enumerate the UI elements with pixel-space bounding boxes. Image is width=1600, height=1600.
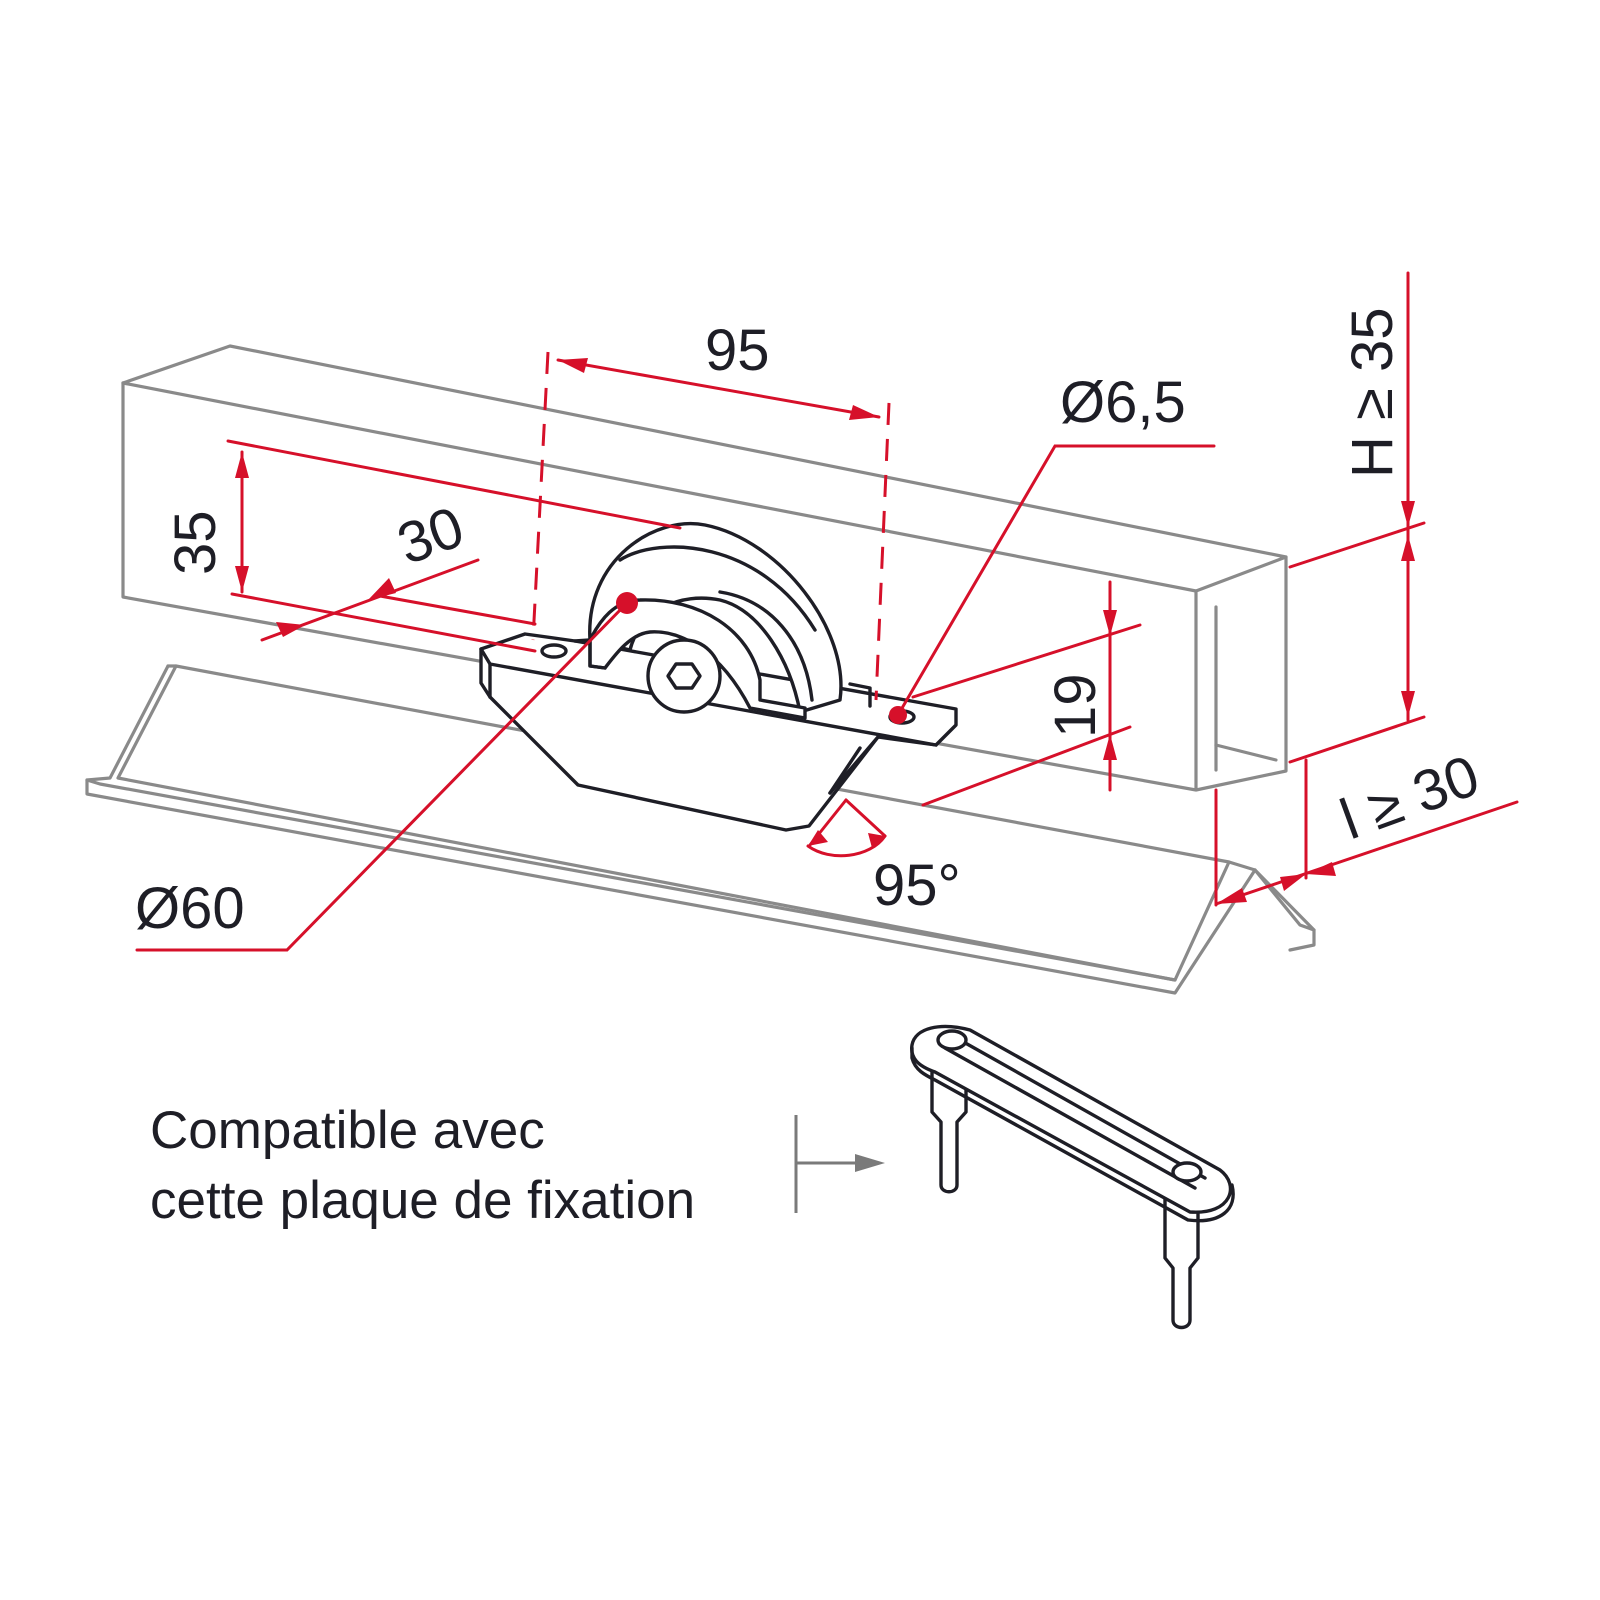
mounting-hole-left	[540, 643, 568, 659]
leader-wheel	[135, 601, 629, 952]
label-min-height: H ≥ 35	[1340, 308, 1405, 478]
note-line-2: cette plaque de fixation	[150, 1171, 695, 1230]
floor-guide-rail	[85, 664, 1316, 995]
plate-hole-right	[1171, 1161, 1203, 1183]
dimension-width-line	[1214, 800, 1519, 906]
hex-socket-icon	[666, 662, 702, 690]
label-edge-offset: 30	[389, 494, 472, 577]
label-hole-diameter: Ø6,5	[1060, 370, 1186, 435]
extension-line-right	[874, 402, 891, 701]
note-line-1: Compatible avec	[150, 1101, 545, 1160]
fixing-plate	[910, 1024, 1235, 1330]
reference-line-top	[226, 439, 682, 530]
plate-hole-left	[936, 1029, 968, 1051]
label-angle: 95°	[873, 853, 961, 918]
fixing-stud-right	[1163, 1193, 1200, 1330]
angle-arc	[806, 834, 887, 858]
dimension-95-line	[556, 358, 881, 419]
label-height-offset: 35	[163, 510, 228, 575]
door-beam	[121, 344, 1288, 792]
arrow-right-icon	[794, 1115, 885, 1213]
reference-line-bottom	[230, 592, 537, 653]
label-plate-thickness: 19	[1043, 673, 1108, 738]
label-min-width: l ≥ 30	[1332, 743, 1487, 852]
dot-marker-icon	[616, 592, 638, 614]
label-wheel-spacing: 95	[705, 318, 770, 383]
roller-bracket	[479, 522, 958, 832]
extension-line-left	[531, 351, 550, 641]
dot-marker-icon	[889, 706, 907, 724]
dimension-lines	[135, 271, 1519, 952]
leader-hole	[896, 444, 1216, 717]
fixing-stud-left	[930, 1068, 968, 1194]
roller-wheel	[588, 522, 843, 714]
label-wheel-diameter: Ø60	[135, 876, 245, 941]
